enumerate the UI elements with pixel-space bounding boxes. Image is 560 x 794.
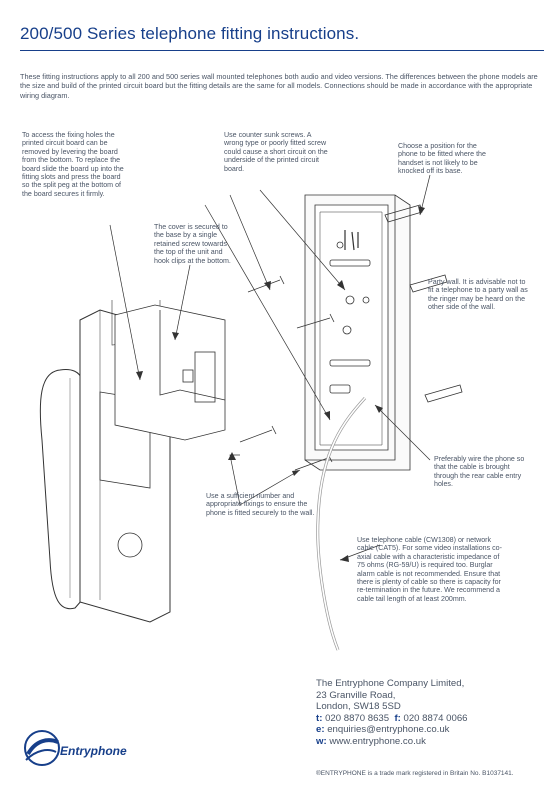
address-street: 23 Granville Road, [316, 689, 396, 701]
note-cover: The cover is secured to the base by a si… [154, 223, 231, 265]
intro-paragraph: These fitting instructions apply to all … [20, 72, 538, 100]
entryphone-logo-icon [24, 730, 60, 766]
web-line: w: www.entryphone.co.uk [316, 735, 426, 747]
note-countersunk-screws: Use counter sunk screws. A wrong type or… [224, 131, 328, 173]
email-line: e: enquiries@entryphone.co.uk [316, 724, 450, 736]
email-address[interactable]: enquiries@entryphone.co.uk [327, 724, 450, 736]
company-name: The Entryphone Company Limited, [316, 678, 465, 689]
circuit-board [114, 304, 226, 441]
title-divider [20, 50, 544, 51]
address-city: London, SW18 5SD [316, 701, 401, 713]
leader-lines [109, 174, 431, 561]
telephone-number: 020 8870 8635 [325, 712, 390, 724]
arrowheads [136, 206, 425, 562]
company-address: The Entryphone Company Limited, 23 Granv… [316, 678, 468, 748]
trademark-notice: ®ENTRYPHONE is a trade mark registered i… [316, 770, 514, 777]
note-wire-phone: Preferably wire the phone so that the ca… [434, 455, 525, 489]
phone-line: t: 020 8870 8635 f: 020 8874 0066 [316, 712, 468, 724]
note-position: Choose a position for the phone to be fi… [398, 142, 486, 176]
note-party-wall: Party wall. It is advisable not to fit a… [428, 278, 528, 312]
handset [39, 369, 83, 610]
note-cable: Use telephone cable (CW1308) or network … [357, 536, 502, 603]
note-fixings: Use a sufficient number and appropriate … [206, 492, 315, 517]
note-pcb-access: To access the fixing holes the printed c… [22, 131, 124, 198]
page-title: 200/500 Series telephone fitting instruc… [20, 24, 360, 43]
website-link[interactable]: www.entryphone.co.uk [329, 735, 426, 747]
fax-number: 020 8874 0066 [403, 712, 468, 724]
logo-wordmark: Entryphone [60, 744, 127, 758]
